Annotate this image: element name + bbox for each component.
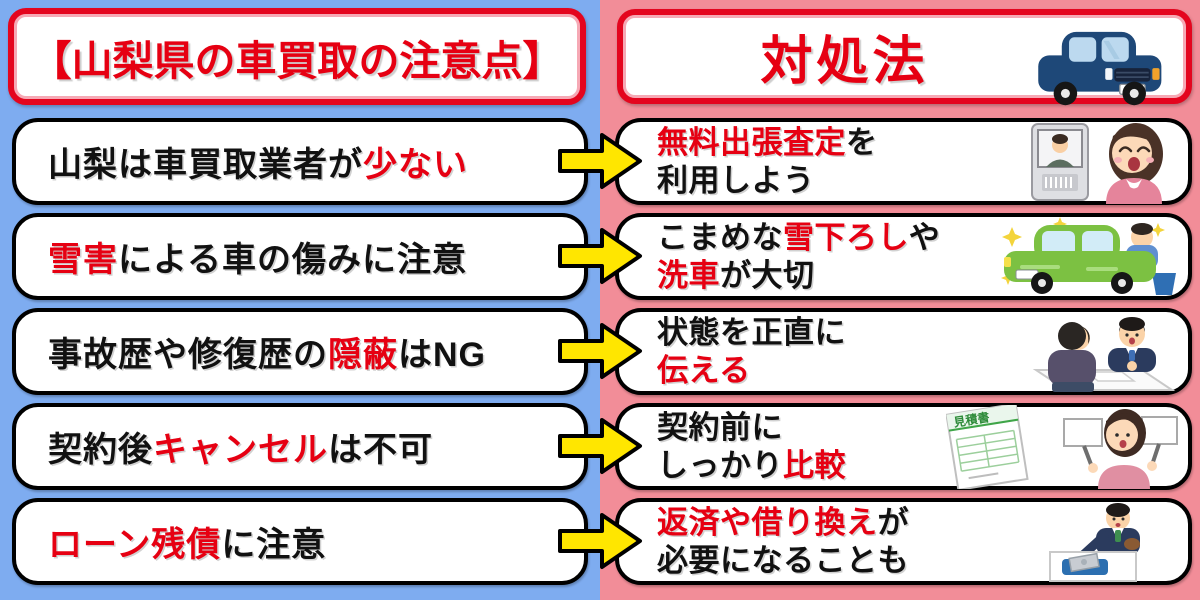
consultation-at-desk-illustration bbox=[1032, 316, 1176, 392]
problem-text: 山梨は車買取業者が少ない bbox=[48, 146, 468, 184]
problem-text: 事故歴や修復歴の隠蔽はNG bbox=[48, 336, 486, 374]
solutions-title: 対処法 bbox=[760, 33, 929, 91]
solution-box: 状態を正直に 伝える bbox=[615, 308, 1192, 395]
arrow-right-icon bbox=[558, 418, 642, 474]
row-loan-balance: ローン残債に注意 返済や借り換えが 必要になることも bbox=[0, 498, 1200, 585]
man-washing-green-car-illustration bbox=[1001, 216, 1176, 295]
solution-box: こまめな雪下ろしや 洗車が大切 bbox=[615, 213, 1192, 300]
problem-text: 雪害による車の傷みに注意 bbox=[48, 241, 467, 279]
cautions-title-box: 【山梨県の車買取の注意点】 bbox=[8, 8, 586, 105]
row-hiding-history: 事故歴や修復歴の隠蔽はNG 状態を正直に 伝える bbox=[0, 308, 1200, 395]
arrow-right-icon bbox=[558, 133, 642, 189]
problem-text: ローン残債に注意 bbox=[48, 526, 327, 564]
arrow-right-icon bbox=[558, 513, 642, 569]
solution-text: こまめな雪下ろしや 洗車が大切 bbox=[657, 219, 941, 293]
problem-box: 雪害による車の傷みに注意 bbox=[12, 213, 588, 300]
car-icon bbox=[1038, 31, 1162, 106]
problem-box: 契約後キャンセルは不可 bbox=[12, 403, 588, 490]
problem-text: 契約後キャンセルは不可 bbox=[48, 431, 433, 469]
row-snow-damage: 雪害による車の傷みに注意 こまめな雪下ろしや 洗車が大切 bbox=[0, 213, 1200, 300]
arrow-right-icon bbox=[558, 228, 642, 284]
row-few-buyers: 山梨は車買取業者が少ない 無料出張査定を 利用しよう bbox=[0, 118, 1200, 205]
problem-box: 山梨は車買取業者が少ない bbox=[12, 118, 588, 205]
solution-text: 契約前に しっかり比較 bbox=[657, 409, 846, 483]
arrow-right-icon bbox=[558, 323, 642, 379]
problem-box: 事故歴や修復歴の隠蔽はNG bbox=[12, 308, 588, 395]
estimate-sheet-and-comparison-woman-illustration: 見積書 bbox=[946, 404, 1178, 489]
solution-text: 返済や借り換えが 必要になることも bbox=[657, 504, 909, 578]
solution-text: 無料出張査定を 利用しよう bbox=[657, 124, 878, 198]
row-no-cancellation: 契約後キャンセルは不可 契約前に しっかり比較 見積書 bbox=[0, 403, 1200, 490]
solution-text: 状態を正直に 伝える bbox=[657, 314, 846, 388]
problem-box: ローン残債に注意 bbox=[12, 498, 588, 585]
solutions-title-box: 対処法 bbox=[617, 9, 1192, 106]
cautions-title: 【山梨県の車買取の注意点】 bbox=[30, 37, 564, 84]
solution-box: 無料出張査定を 利用しよう bbox=[615, 118, 1192, 205]
solution-box: 契約前に しっかり比較 見積書 bbox=[615, 403, 1192, 490]
visitor-intercom-woman-illustration bbox=[1031, 122, 1163, 204]
solution-box: 返済や借り換えが 必要になることも bbox=[615, 498, 1192, 585]
man-paying-at-counter-illustration bbox=[1049, 502, 1140, 582]
